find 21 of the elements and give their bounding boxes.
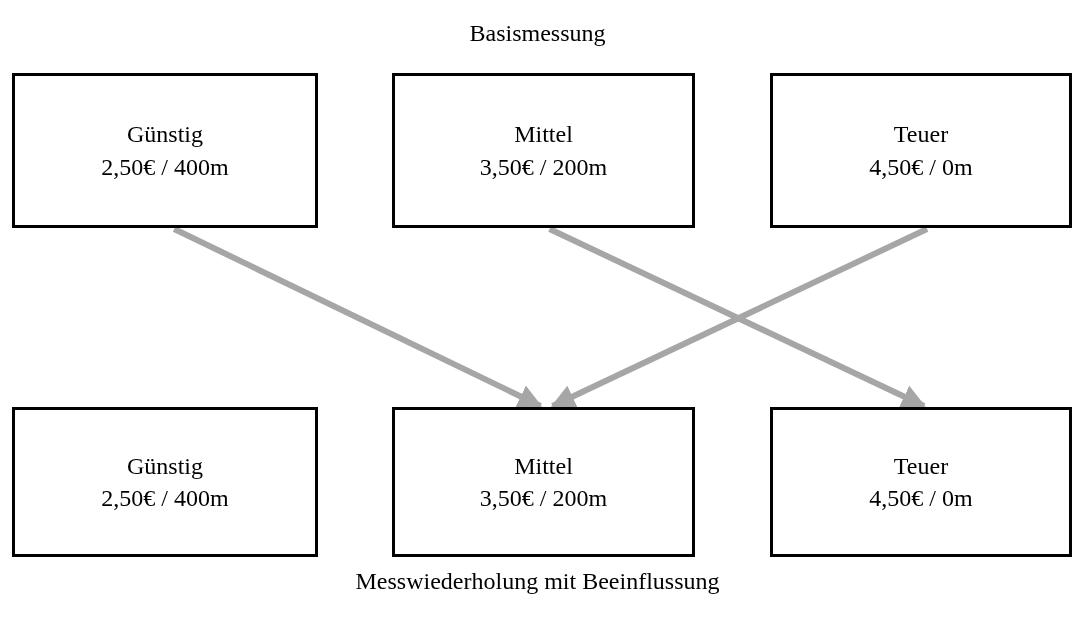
price-distance-text: 4,50€ / 0m xyxy=(869,152,973,182)
arrow xyxy=(172,226,543,409)
box-title: Günstig xyxy=(127,451,203,481)
diagram-title: Basismessung xyxy=(469,19,606,48)
process-box xyxy=(12,407,318,557)
box-title: Mittel xyxy=(514,120,573,150)
price-distance-text: 2,50€ / 400m xyxy=(101,152,229,182)
process-box xyxy=(392,407,695,557)
process-box xyxy=(392,73,695,228)
process-box xyxy=(12,73,318,228)
process-box xyxy=(770,73,1072,228)
price-distance-text: 3,50€ / 200m xyxy=(479,484,608,513)
box-title: Teuer xyxy=(893,451,949,481)
box-title: Mittel xyxy=(514,451,573,481)
price-distance-text: 3,50€ / 200m xyxy=(479,152,608,182)
box-title: Teuer xyxy=(893,120,949,150)
price-distance-text: 2,50€ / 400m xyxy=(101,484,229,513)
price-distance-text: 4,50€ / 0m xyxy=(869,484,973,513)
box-title: Günstig xyxy=(127,120,203,150)
process-box xyxy=(770,407,1072,557)
diagram-caption: Messwiederholung mit Beeinflussung xyxy=(355,567,720,596)
